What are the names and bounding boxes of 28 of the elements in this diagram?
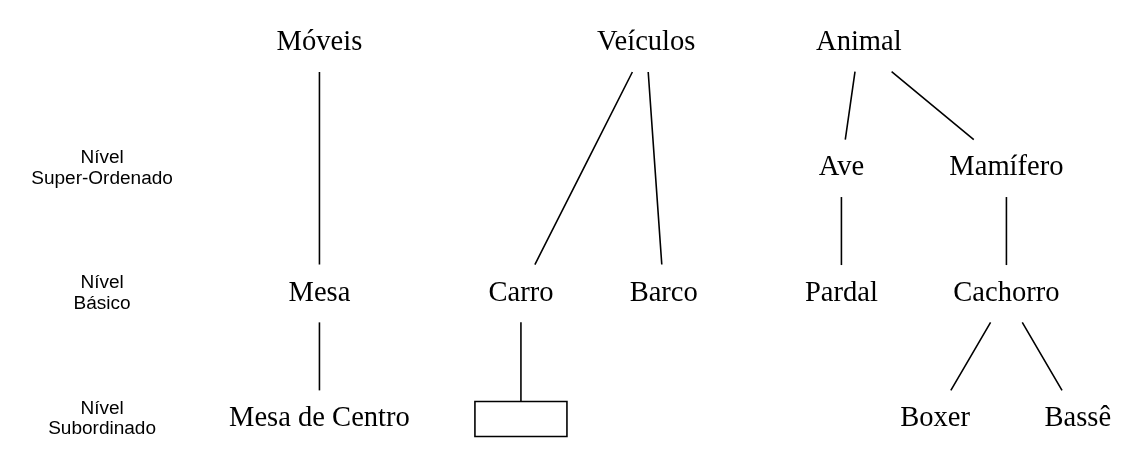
connector [840, 196, 843, 266]
node-text: Pardal [804, 275, 878, 307]
label: Nível Subordinado [48, 396, 157, 439]
node-text: Mesa de Centro [229, 400, 410, 432]
node-text: Móveis [276, 24, 363, 56]
connector [534, 71, 634, 266]
label: Nível Super-Ordenado [31, 145, 173, 188]
node-text: Veículos [597, 24, 696, 56]
node-text: Ave [818, 150, 865, 182]
connector [318, 71, 321, 266]
node-text: Mesa [288, 275, 351, 307]
connector [844, 70, 856, 141]
connector [647, 71, 663, 266]
node-text: Barco [629, 275, 698, 307]
connector [318, 321, 321, 392]
connector [1021, 321, 1063, 392]
connector [1005, 196, 1008, 266]
connector [890, 70, 975, 141]
node-text: Mamífero [949, 150, 1064, 182]
node-box [474, 400, 568, 438]
connector [950, 321, 992, 392]
label: Nível Básico [73, 271, 131, 313]
node-text: Bassê [1044, 400, 1112, 432]
node-text: Boxer [900, 400, 970, 432]
node-text: Carro [488, 275, 554, 307]
node-text: Cachorro [953, 275, 1060, 307]
node-text: Animal [816, 24, 902, 56]
connector [520, 321, 522, 403]
